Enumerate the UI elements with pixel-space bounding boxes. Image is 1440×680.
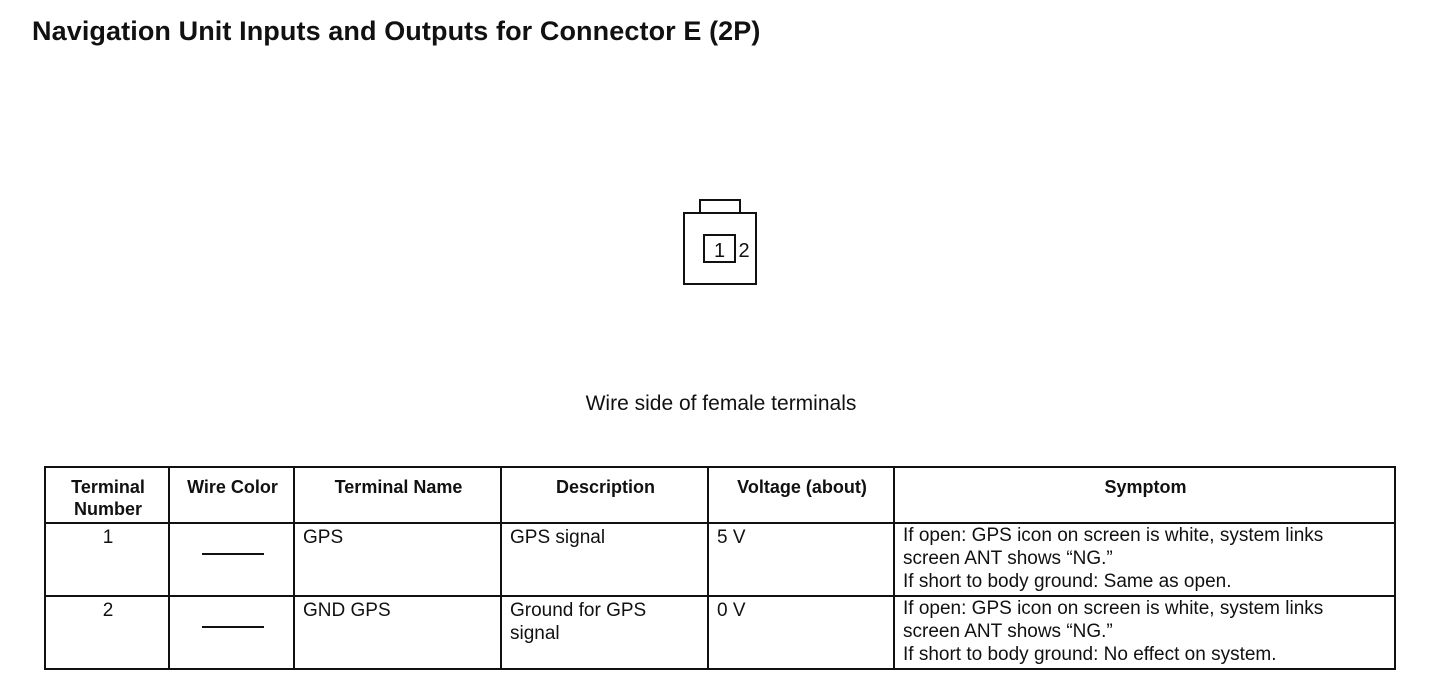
symptom-line: If short to body ground: No effect on sy… [903, 644, 1277, 665]
connector-latch [699, 199, 741, 214]
cell-terminal: 1 [44, 522, 170, 597]
io-table-container: Terminal Number Wire Color Terminal Name… [44, 466, 1396, 670]
cell-terminal-name: GND GPS [293, 595, 502, 670]
symptom-line: If open: GPS icon on screen is white, sy… [903, 525, 1324, 546]
table-row: 2 GND GPS Ground for GPS signal 0 V If o… [44, 595, 1396, 670]
io-table: Terminal Number Wire Color Terminal Name… [44, 466, 1396, 670]
cell-terminal-name: GPS [293, 522, 502, 597]
header-row: Terminal Number Wire Color Terminal Name… [44, 466, 1396, 524]
cell-terminal: 2 [44, 595, 170, 670]
table-row: 1 GPS GPS signal 5 V If open: GPS icon o… [44, 522, 1396, 597]
symptom-line: screen ANT shows “NG.” [903, 548, 1113, 569]
cell-symptom: If open: GPS icon on screen is white, sy… [893, 522, 1396, 597]
header-terminal-line1: Terminal [71, 477, 145, 497]
cell-description: Ground for GPS signal [500, 595, 709, 670]
cell-description: GPS signal [500, 522, 709, 597]
connector-outline-icon: 1 2 [683, 199, 757, 285]
header-wire-color: Wire Color [168, 466, 295, 524]
header-symptom: Symptom [893, 466, 1396, 524]
cell-wire-color [168, 522, 295, 597]
header-terminal-name: Terminal Name [293, 466, 502, 524]
terminal-1-label: 1 [714, 240, 725, 262]
connector-diagram: 1 2 [683, 199, 757, 285]
header-terminal-line2: Number [73, 499, 142, 519]
cell-voltage: 5 V [707, 522, 895, 597]
header-terminal-number: Terminal Number [44, 466, 170, 524]
symptom-line: screen ANT shows “NG.” [903, 621, 1113, 642]
wire-color-dash [201, 553, 264, 555]
connector-body [683, 212, 757, 285]
terminal-1-cavity [703, 234, 736, 263]
connector-caption: Wire side of female terminals [585, 392, 857, 415]
terminal-2-label: 2 [738, 240, 749, 262]
symptom-line: If open: GPS icon on screen is white, sy… [903, 598, 1324, 619]
header-voltage: Voltage (about) [707, 466, 895, 524]
cell-wire-color [168, 595, 295, 670]
cell-symptom: If open: GPS icon on screen is white, sy… [893, 595, 1396, 670]
page-title: Navigation Unit Inputs and Outputs for C… [32, 16, 761, 46]
wire-color-dash [201, 626, 264, 628]
cell-voltage: 0 V [707, 595, 895, 670]
header-description: Description [500, 466, 709, 524]
symptom-line: If short to body ground: Same as open. [903, 571, 1232, 592]
